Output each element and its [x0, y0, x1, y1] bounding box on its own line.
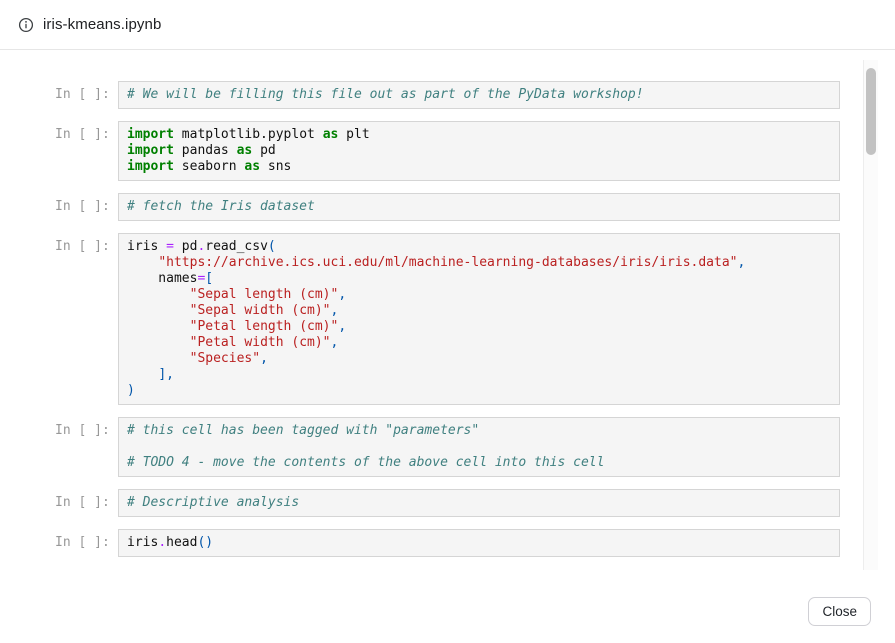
notebook-cell: In [ ]: # We will be filling this file ou…	[55, 81, 840, 109]
dialog-header: iris-kmeans.ipynb	[0, 0, 895, 50]
notebook-cell: In [ ]: iris = pd.read_csv( "https://arch…	[55, 233, 840, 405]
cell-prompt: In [ ]:	[55, 199, 110, 214]
notebook-cell: In [ ]: # Descriptive analysis	[55, 489, 840, 517]
scrollbar-thumb[interactable]	[866, 68, 876, 155]
cell-prompt: In [ ]:	[55, 535, 110, 550]
dialog-title: iris-kmeans.ipynb	[43, 16, 162, 33]
info-icon	[18, 17, 34, 32]
notebook-scroll-area[interactable]: In [ ]: # We will be filling this file ou…	[0, 51, 895, 570]
cell-prompt: In [ ]:	[55, 239, 110, 254]
cell-code: # this cell has been tagged with "parame…	[118, 417, 840, 477]
cell-code: # We will be filling this file out as pa…	[118, 81, 840, 109]
notebook-cell: In [ ]: import matplotlib.pyplot as plt i…	[55, 121, 840, 181]
cell-prompt: In [ ]:	[55, 87, 110, 102]
cell-code: # fetch the Iris dataset	[118, 193, 840, 221]
cell-code: # Descriptive analysis	[118, 489, 840, 517]
scrollbar-track[interactable]	[863, 60, 878, 570]
cell-code: import matplotlib.pyplot as plt import p…	[118, 121, 840, 181]
cell-prompt: In [ ]:	[55, 495, 110, 510]
cell-code: iris = pd.read_csv( "https://archive.ics…	[118, 233, 840, 405]
notebook-cells: In [ ]: # We will be filling this file ou…	[55, 81, 840, 557]
notebook-cell: In [ ]: # this cell has been tagged with …	[55, 417, 840, 477]
notebook-cell: In [ ]: # fetch the Iris dataset	[55, 193, 840, 221]
notebook-cell: In [ ]: iris.head()	[55, 529, 840, 557]
cell-prompt: In [ ]:	[55, 423, 110, 438]
cell-code: iris.head()	[118, 529, 840, 557]
cell-prompt: In [ ]:	[55, 127, 110, 142]
close-button[interactable]: Close	[808, 597, 871, 626]
